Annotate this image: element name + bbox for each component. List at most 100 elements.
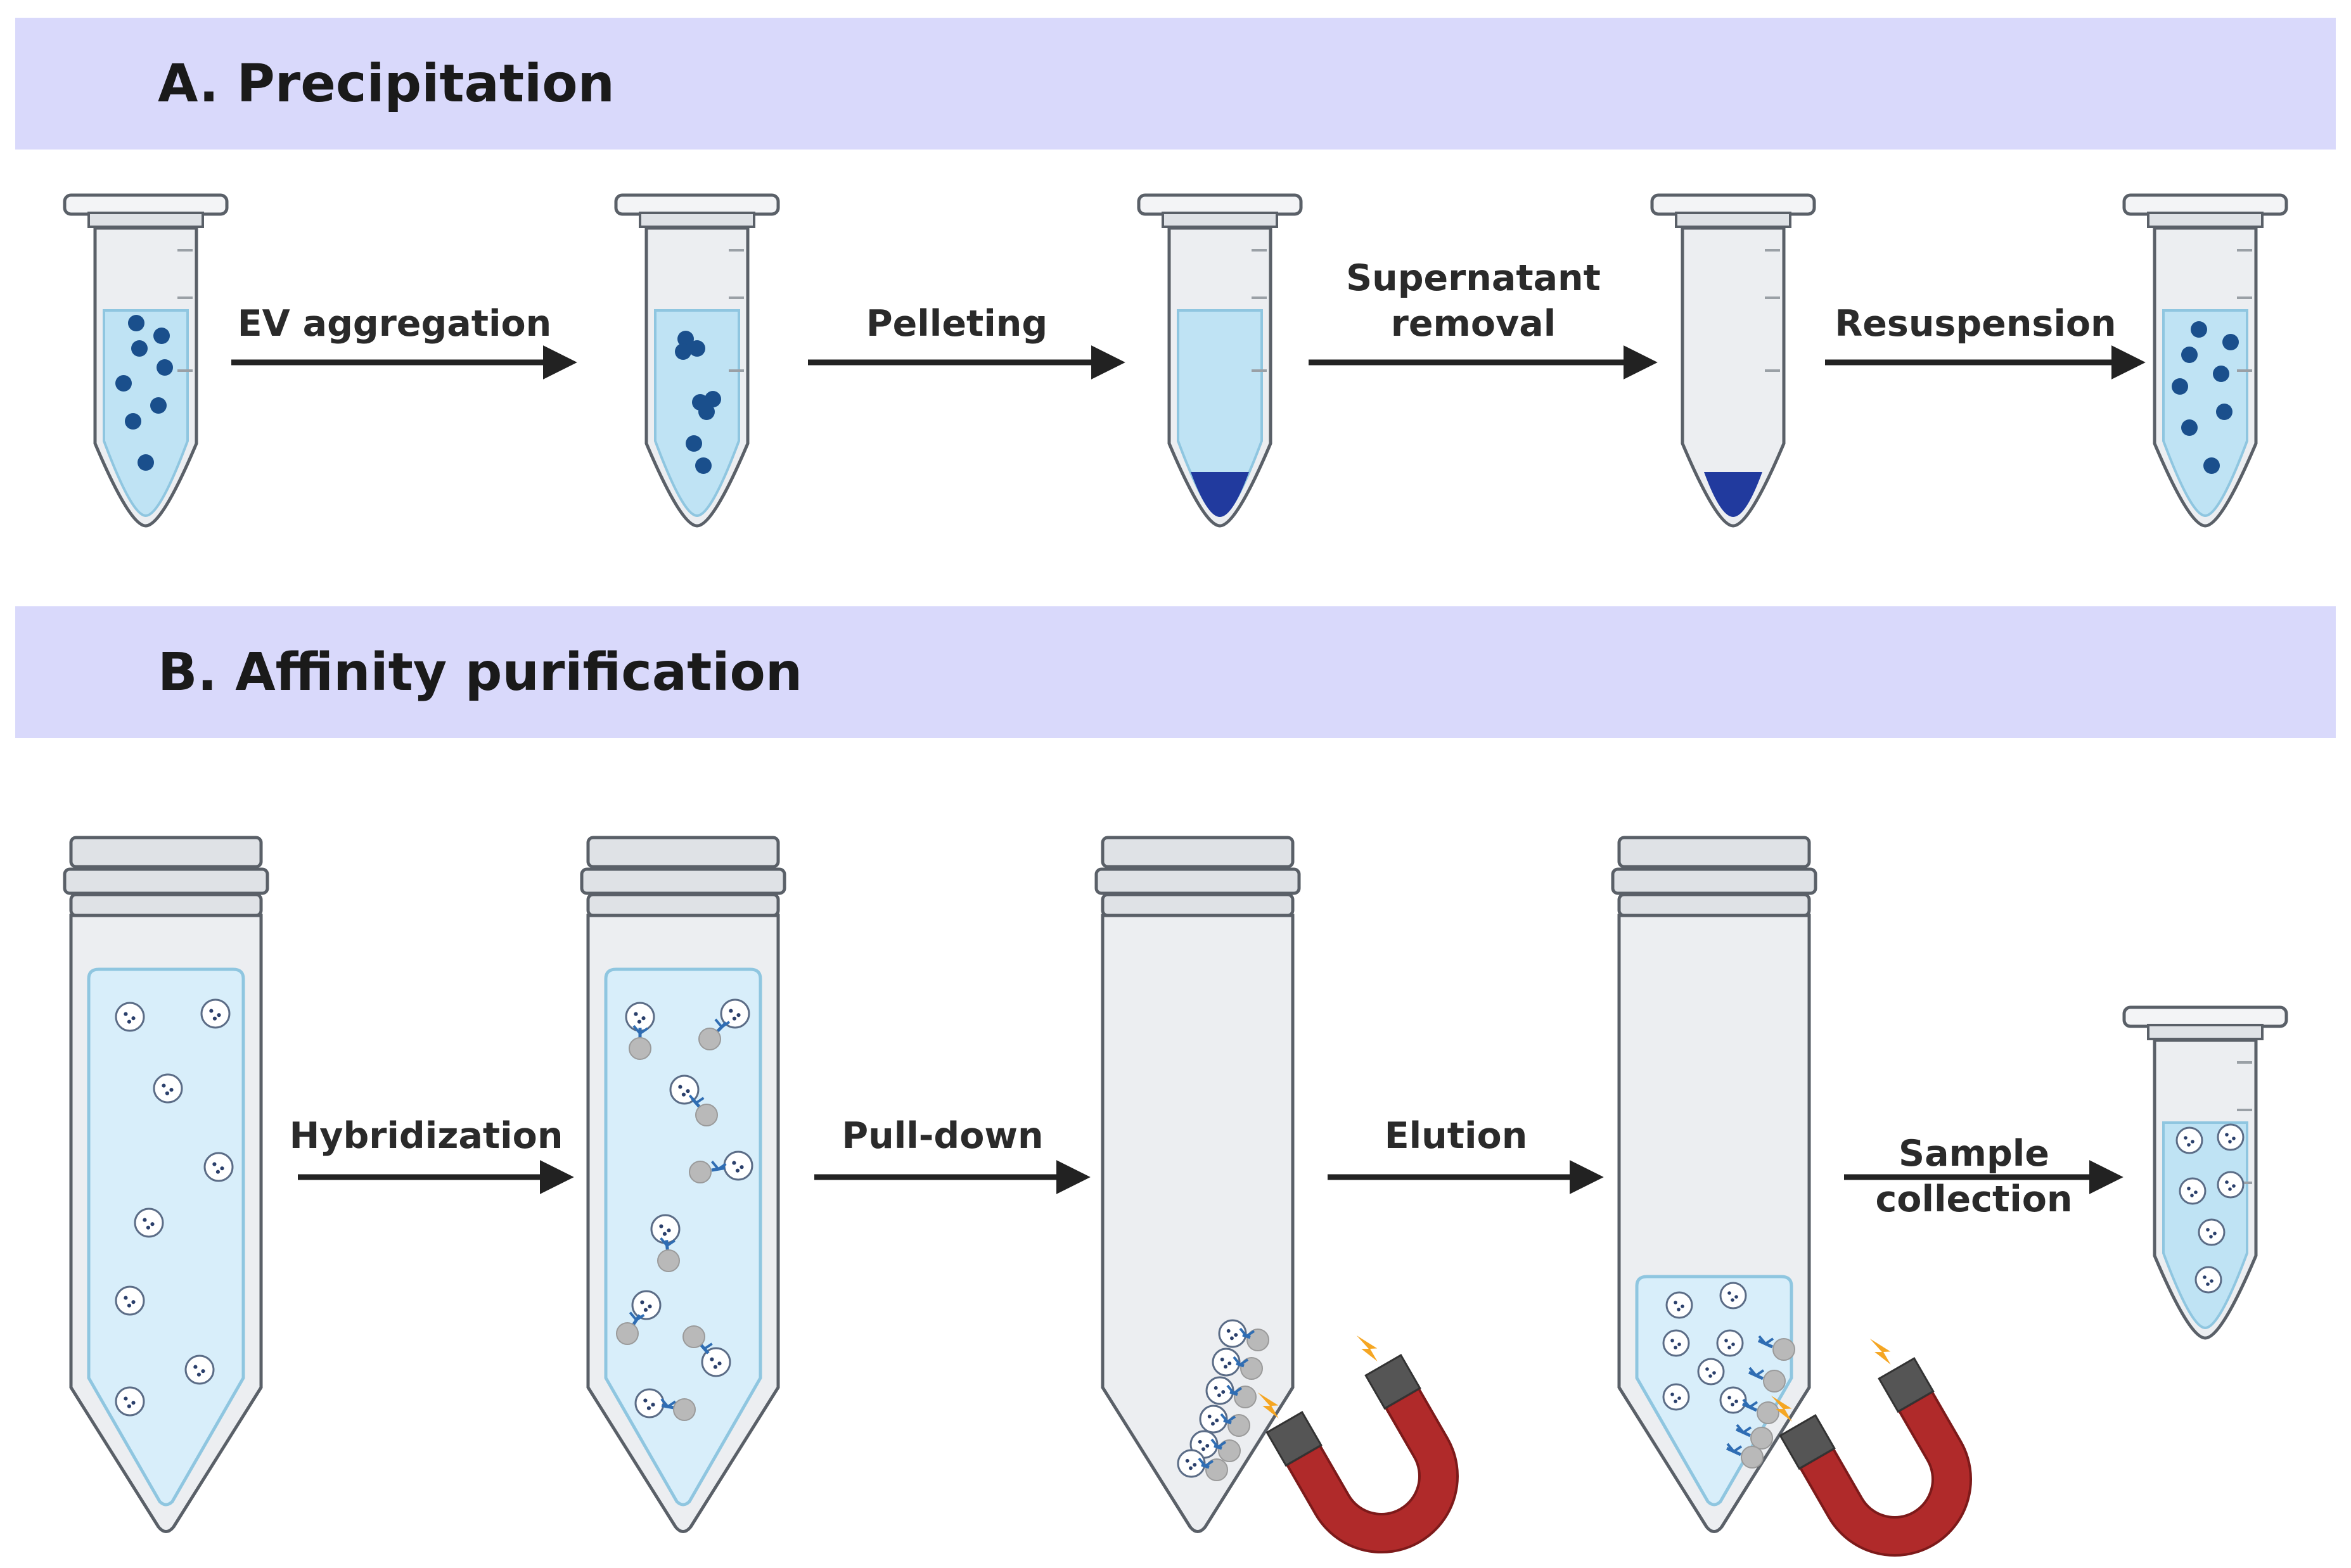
ev-bead-complex [616, 1290, 662, 1345]
vesicle-cargo [1727, 1396, 1731, 1399]
vesicle-cargo [217, 1013, 221, 1017]
vesicle-cargo [648, 1304, 652, 1309]
antibody-arm [1726, 1443, 1735, 1453]
vesicle-cargo [1674, 1301, 1677, 1304]
step-a3-label-line-1: Supernatant [1346, 257, 1601, 299]
step-b3-label: Elution [1385, 1115, 1528, 1157]
vesicle-cargo [127, 1019, 131, 1024]
vesicle [677, 331, 694, 347]
vesicle-cargo [124, 1012, 128, 1016]
antibody [1220, 1413, 1236, 1425]
antibody-arm [1239, 1327, 1248, 1337]
extracellular-vesicle [2217, 1171, 2245, 1199]
vesicle-cargo [1705, 1367, 1709, 1371]
vesicle-cargo [2203, 1275, 2207, 1279]
section-a-banner: A. Precipitation [15, 18, 2336, 150]
vesicle-cargo [1734, 1295, 1738, 1299]
tube-b2 [580, 836, 786, 1533]
vesicle-membrane [650, 1214, 681, 1244]
tube-thread [1611, 867, 1817, 895]
step-a3-label-line-2: removal [1391, 303, 1556, 345]
vesicle [675, 343, 691, 360]
vesicle [2181, 419, 2198, 436]
antibody-arm [1245, 1330, 1255, 1337]
tube-rim [639, 212, 755, 228]
magnetic-bead [689, 1161, 712, 1183]
antibody-arm [639, 1027, 649, 1035]
vesicle-cargo [710, 1357, 714, 1361]
vesicle-membrane [1719, 1386, 1747, 1414]
magnetic-bead [695, 1104, 718, 1126]
vesicle-cargo [1674, 1346, 1677, 1349]
vesicle-cargo [1198, 1439, 1202, 1444]
extracellular-vesicle [2217, 1123, 2245, 1151]
vesicle-cargo [1731, 1342, 1735, 1346]
vesicle [698, 404, 715, 420]
extracellular-vesicle [1662, 1383, 1690, 1411]
vesicle-cargo [1185, 1458, 1189, 1463]
antibody-arm [1758, 1335, 1767, 1345]
vesicle-membrane [701, 1347, 731, 1377]
ev-bead-complex [669, 1074, 718, 1126]
vesicle-cargo [686, 1089, 690, 1093]
extracellular-vesicle [1716, 1329, 1744, 1357]
extracellular-vesicle [1697, 1358, 1725, 1386]
vesicle-cargo [193, 1365, 198, 1369]
tube-b4 [1611, 836, 1817, 1533]
magnetic-bead [1757, 1401, 1779, 1424]
vesicle-cargo [1670, 1339, 1674, 1342]
magnetic-bead [698, 1028, 721, 1050]
tube-b1 [63, 836, 269, 1533]
tube-thread [1617, 893, 1811, 917]
vesicle-cargo [1708, 1374, 1712, 1378]
extracellular-vesicle [2179, 1177, 2207, 1205]
vesicle [705, 391, 721, 407]
vesicle [125, 413, 141, 430]
antibody [1757, 1335, 1774, 1349]
ev-bead-complex [682, 1325, 731, 1377]
vesicle-cargo [1221, 1390, 1226, 1394]
extracellular-vesicle [1665, 1291, 1693, 1319]
vesicle-cargo [165, 1091, 169, 1095]
magnetic-bead [1234, 1386, 1257, 1408]
magnetic-bead [1205, 1458, 1228, 1481]
vesicle-membrane [625, 1002, 655, 1032]
antibody-arm [636, 1313, 645, 1322]
vesicle-cargo [2232, 1137, 2236, 1140]
vesicle-cargo [2206, 1228, 2210, 1232]
vesicle [131, 340, 148, 357]
vesicle-membrane [2217, 1171, 2245, 1199]
vesicle-cargo [143, 1218, 147, 1222]
antibody-arm [717, 1163, 727, 1170]
tube-body [1681, 226, 1786, 528]
antibody-arm [688, 1094, 697, 1104]
section-a-title: A. Precipitation [158, 53, 615, 114]
vesicle-cargo [1712, 1371, 1716, 1375]
vesicle [153, 328, 170, 344]
antibody [1198, 1457, 1214, 1469]
antibody [660, 1237, 676, 1252]
antibody [629, 1311, 645, 1326]
vesicle-membrane [1697, 1358, 1725, 1386]
vesicle-membrane [2175, 1126, 2203, 1154]
antibody-arm [666, 1239, 676, 1247]
ev-bead-complex [634, 1388, 696, 1421]
tube-thread [580, 867, 786, 895]
extracellular-vesicle [2194, 1266, 2222, 1294]
vesicle-membrane [1662, 1329, 1690, 1357]
vesicle-cargo [2187, 1187, 2191, 1190]
antibody-arm [1239, 1358, 1249, 1366]
vesicle-membrane [134, 1208, 164, 1238]
magnetic-bead [629, 1037, 651, 1060]
vesicle [689, 340, 705, 357]
vesicle-cargo [643, 1398, 648, 1403]
tube-pellet [1704, 472, 1762, 517]
vesicle-cargo [201, 1369, 205, 1374]
tube-a4 [1650, 193, 1816, 528]
magnet-pole [1878, 1357, 1935, 1413]
vesicle [695, 457, 712, 474]
vesicle-cargo [732, 1161, 736, 1165]
vesicle-membrane [631, 1290, 662, 1320]
vesicle-membrane [1205, 1376, 1234, 1405]
